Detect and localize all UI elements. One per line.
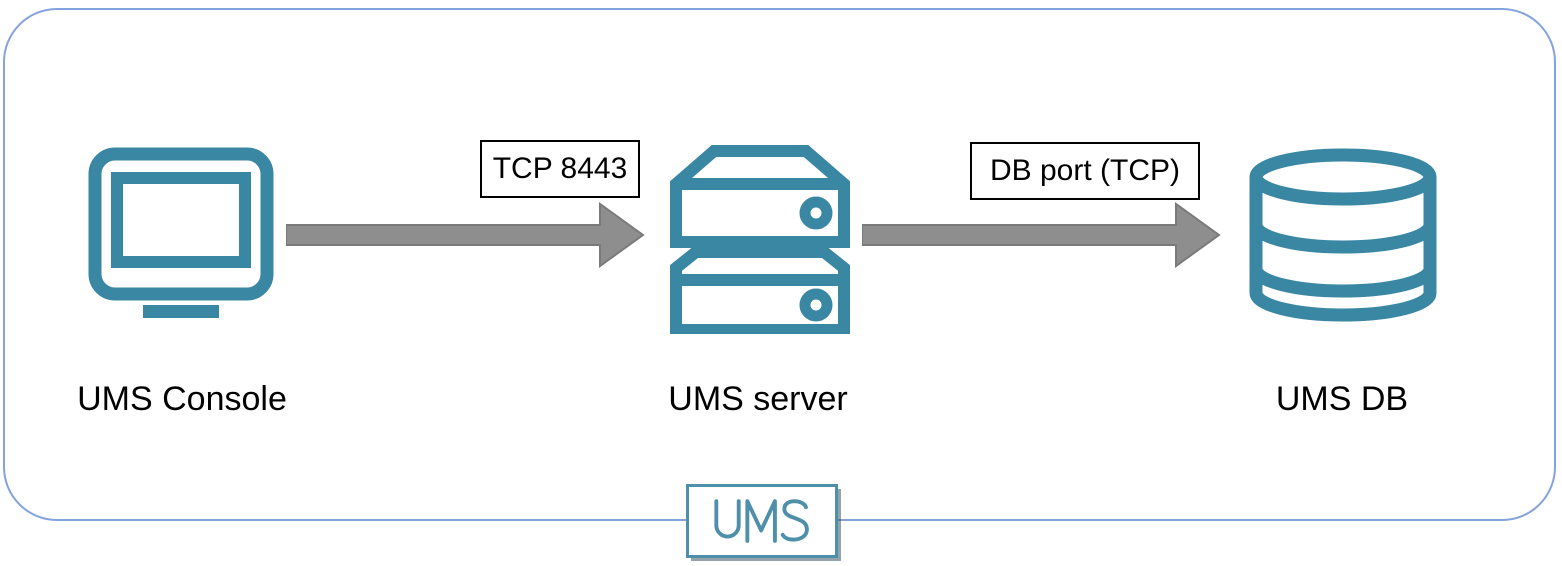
connection-label-db-port-tcp: DB port (TCP) xyxy=(970,142,1200,200)
arrow-console-to-server-icon xyxy=(286,202,645,268)
connection-label-tcp-8443: TCP 8443 xyxy=(480,140,640,198)
ums-badge-text: UMS xyxy=(714,499,809,543)
node-label-ums-db: UMS DB xyxy=(1275,380,1409,418)
node-label-ums-console: UMS Console xyxy=(77,380,287,418)
monitor-icon xyxy=(88,147,274,318)
node-label-ums-server: UMS server xyxy=(668,380,848,418)
ums-badge-box: UMS xyxy=(686,484,838,558)
server-stack-icon xyxy=(670,145,850,334)
database-icon xyxy=(1249,148,1437,322)
arrow-server-to-db-icon xyxy=(862,202,1221,268)
